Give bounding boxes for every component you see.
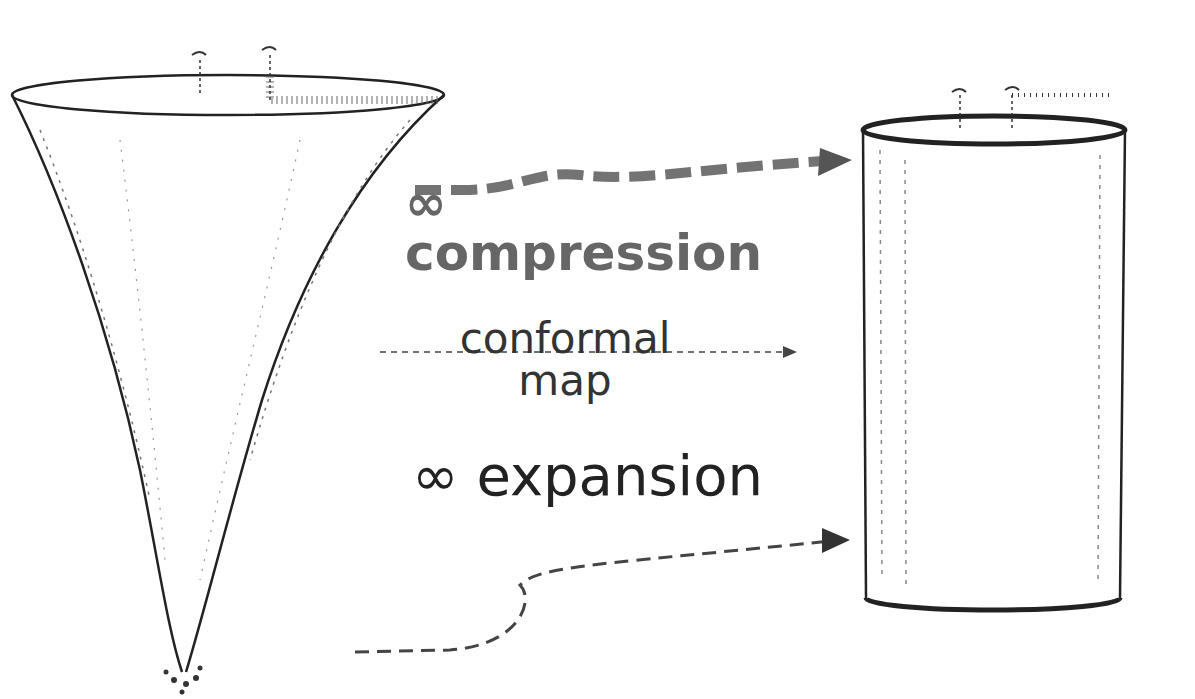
map-label: conformal map: [440, 318, 690, 402]
transform-label: ∞ compression: [405, 178, 785, 278]
funnel-surface: [12, 47, 444, 695]
cylinder-surface: [863, 87, 1125, 610]
transform-label: ∞ expansion: [412, 448, 832, 504]
map-arrows: [355, 148, 852, 652]
